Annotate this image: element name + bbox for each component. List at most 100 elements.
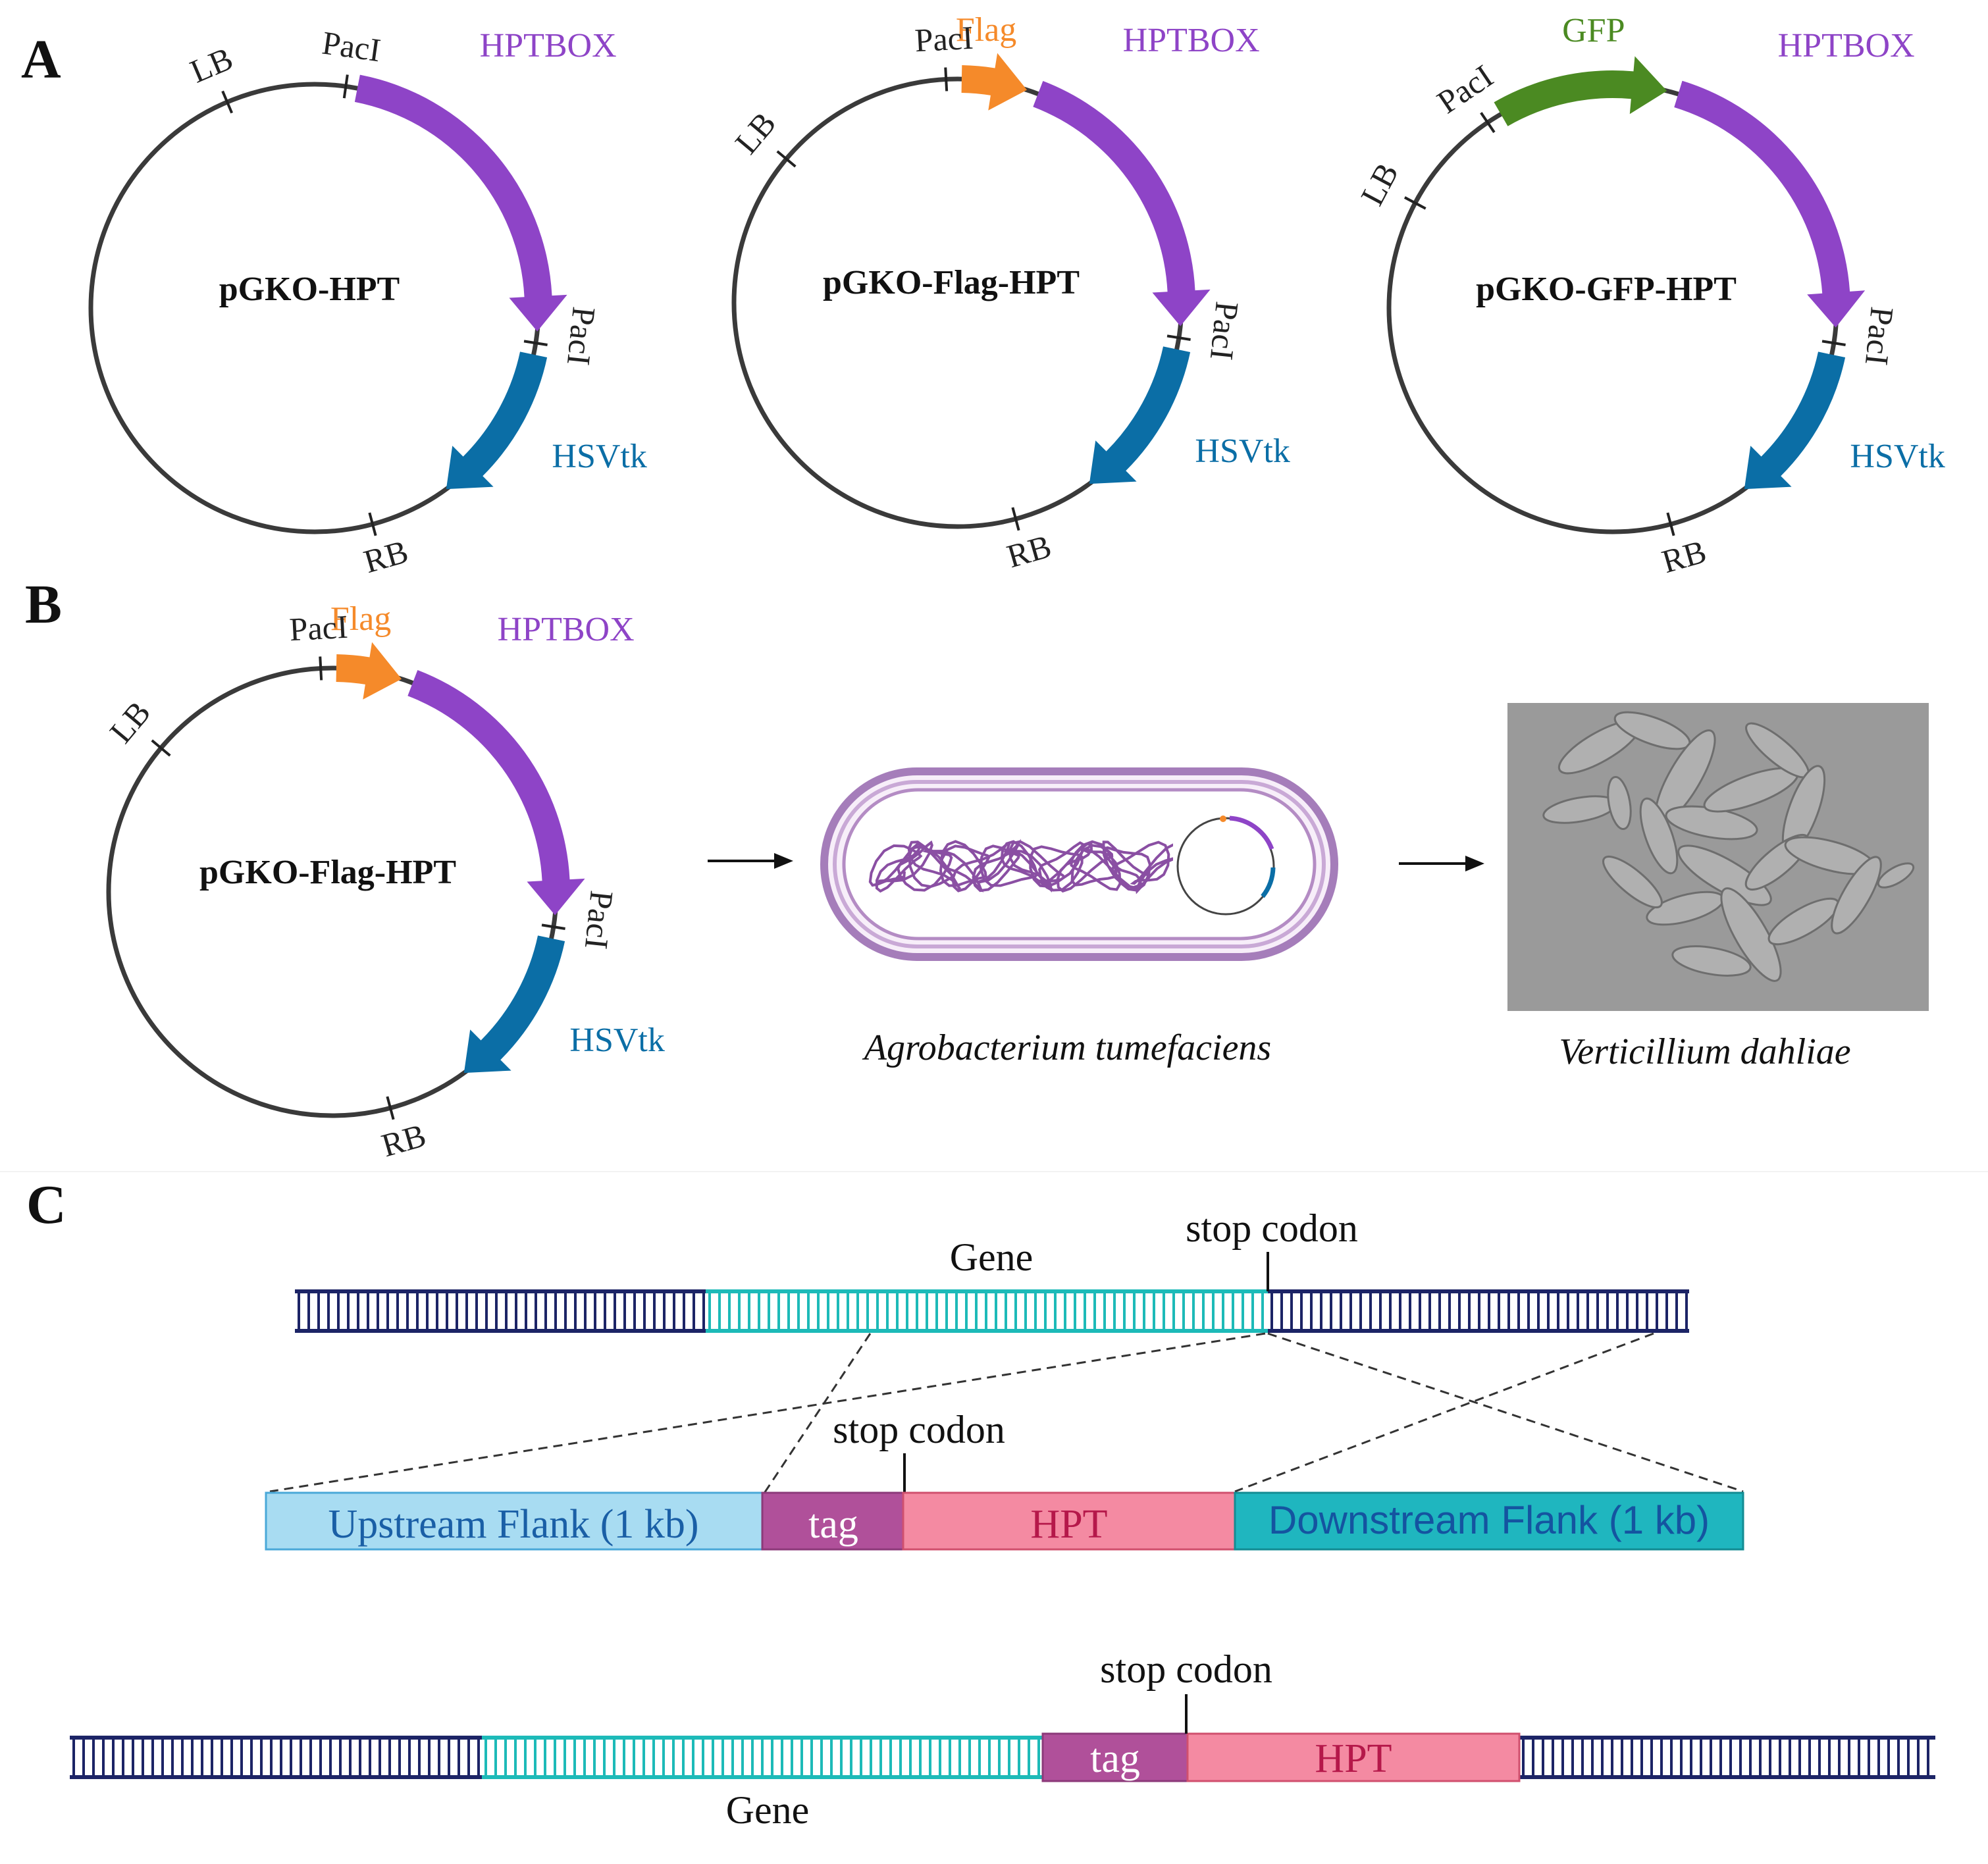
fungal-hyphae bbox=[1542, 711, 1915, 982]
recombination-lines bbox=[269, 1332, 1744, 1495]
dna-strand-top bbox=[295, 1289, 1689, 1333]
hsvtk-arrow bbox=[463, 935, 565, 1074]
genome-wildtype: Gene stop codon bbox=[295, 1206, 1689, 1333]
hptbox-label: HPTBOX bbox=[498, 611, 635, 648]
flag-label: Flag bbox=[330, 600, 391, 638]
upstream-flank-box bbox=[265, 1491, 764, 1551]
lb-site-tick bbox=[776, 150, 797, 168]
hsvtk-arrow bbox=[446, 351, 548, 490]
lb-site-tick bbox=[151, 739, 171, 757]
panel-letter-a: A bbox=[21, 29, 61, 90]
tag-label: tag bbox=[808, 1502, 858, 1547]
hptbox-arrow bbox=[354, 74, 567, 332]
knock-in-cassette: stop codon Upstream Flank (1 kb) tag HPT… bbox=[265, 1408, 1744, 1551]
crossover-line bbox=[1267, 1332, 1744, 1493]
mini-hptbox bbox=[1229, 816, 1274, 850]
hsvtk-arrow bbox=[1089, 346, 1191, 484]
cell-wall-middle bbox=[833, 780, 1326, 948]
paci-label-top: PacI bbox=[288, 608, 349, 648]
rb-label: RB bbox=[1003, 527, 1055, 575]
lb-site-tick bbox=[1403, 196, 1426, 210]
upstream-flank-label: Upstream Flank (1 kb) bbox=[328, 1502, 698, 1547]
hptbox-label: HPTBOX bbox=[1123, 22, 1260, 59]
stop-codon-label-cassette: stop codon bbox=[833, 1408, 1005, 1451]
hypha-cell bbox=[1671, 945, 1752, 977]
plasmid-map-pgko-flag-hpt-b: pGKO-Flag-HPT Flag HPTBOX HSVtk LB PacI PacI R… bbox=[102, 600, 664, 1164]
hypha-cell bbox=[1831, 856, 1882, 935]
paci-site-tick-right bbox=[1166, 334, 1191, 341]
panel-a: A pGKO-HPT HPTBOX HSVtk LB PacI PacI RB pGKO-… bbox=[21, 11, 1945, 580]
hsvtk-label: HSVtk bbox=[1850, 438, 1945, 475]
genome-tagged: tag HPT stop codon Gene bbox=[70, 1647, 1935, 1832]
paci-label-top: PacI bbox=[320, 24, 383, 68]
hypha-cell bbox=[1602, 855, 1663, 909]
arrow-to-fungus bbox=[1399, 856, 1484, 871]
flag-label: Flag bbox=[956, 11, 1016, 49]
paci-site-tick-right bbox=[541, 923, 565, 930]
hpt-box-bottom bbox=[1186, 1732, 1521, 1782]
hypha-cell bbox=[1639, 797, 1679, 875]
tag-label-bottom: tag bbox=[1090, 1736, 1140, 1781]
downstream-flank-label: Downstream Flank (1 kb) bbox=[1269, 1498, 1710, 1542]
hpt-box bbox=[902, 1491, 1236, 1551]
plasmid-map-pgko-flag-hpt: pGKO-Flag-HPT Flag HPTBOX HSVtk LB PacI PacI R… bbox=[727, 11, 1290, 575]
hptbox-arrow bbox=[1674, 80, 1866, 328]
paci-site-tick-top bbox=[342, 74, 349, 99]
rb-label: RB bbox=[359, 532, 412, 580]
lb-label: LB bbox=[1353, 157, 1405, 211]
target-species-label: Verticillium dahliae bbox=[1559, 1031, 1850, 1072]
hsvtk-label: HSVtk bbox=[552, 438, 646, 475]
panel-letter-c: C bbox=[26, 1174, 66, 1235]
hsvtk-arrow bbox=[1744, 351, 1846, 490]
lb-label: LB bbox=[102, 694, 157, 750]
panel-b: B pGKO-Flag-HPT Flag HPTBOX HSVtk LB PacI Pac… bbox=[25, 574, 1929, 1164]
hypha-cell bbox=[1877, 862, 1915, 889]
mini-plasmid bbox=[1173, 807, 1285, 920]
flag-arrow bbox=[336, 642, 402, 700]
hpt-label-bottom: HPT bbox=[1315, 1736, 1392, 1781]
hptbox-label: HPTBOX bbox=[480, 27, 617, 65]
gene-label-top: Gene bbox=[950, 1235, 1033, 1279]
mini-flag bbox=[1220, 816, 1226, 822]
hptbox-arrow bbox=[407, 669, 585, 916]
plasmid-name: pGKO-HPT bbox=[219, 271, 400, 308]
panel-c: C Gene stop codon stop codon Upstream Fl… bbox=[0, 1171, 1988, 1832]
rb-label: RB bbox=[377, 1116, 430, 1164]
rb-label: RB bbox=[1658, 532, 1710, 580]
gfp-label: GFP bbox=[1562, 12, 1625, 49]
paci-label-right: PacI bbox=[560, 305, 603, 367]
paci-site-tick-top bbox=[944, 67, 949, 91]
hptbox-arrow bbox=[1033, 80, 1211, 326]
agrobacterium-cell bbox=[820, 767, 1338, 961]
paci-site-tick-top bbox=[319, 656, 323, 681]
flag-arrow bbox=[961, 53, 1028, 111]
paci-site-tick-right bbox=[1821, 340, 1846, 346]
panel-letter-b: B bbox=[25, 574, 62, 635]
plasmid-name: pGKO-Flag-HPT bbox=[199, 854, 456, 891]
hsvtk-label: HSVtk bbox=[1195, 432, 1290, 470]
hpt-label: HPT bbox=[1030, 1502, 1107, 1547]
paci-label-right: PacI bbox=[1203, 299, 1246, 361]
chromosomal-dna-coil bbox=[868, 839, 1184, 894]
plasmid-name: pGKO-GFP-HPT bbox=[1476, 271, 1737, 308]
paci-label-top: PacI bbox=[1430, 57, 1500, 120]
paci-site-tick-top bbox=[1480, 112, 1496, 134]
paci-label-top: PacI bbox=[914, 19, 974, 59]
plasmid-name: pGKO-Flag-HPT bbox=[823, 264, 1080, 301]
lb-site-tick bbox=[221, 90, 234, 114]
rb-site-tick bbox=[368, 512, 377, 536]
crossover-line bbox=[1234, 1332, 1654, 1493]
gfp-arrow bbox=[1494, 56, 1667, 126]
gene-label-bottom: Gene bbox=[726, 1788, 810, 1832]
paci-site-tick-right bbox=[523, 340, 548, 346]
tag-box-bottom bbox=[1041, 1732, 1189, 1782]
dna-strand-bottom bbox=[70, 1736, 1935, 1779]
hsvtk-label: HSVtk bbox=[569, 1022, 664, 1059]
lb-label: LB bbox=[185, 39, 238, 90]
hypha-cell bbox=[1607, 776, 1632, 830]
lb-label: LB bbox=[727, 105, 783, 161]
paci-label-right: PacI bbox=[578, 889, 621, 950]
paci-label-right: PacI bbox=[1858, 305, 1901, 367]
